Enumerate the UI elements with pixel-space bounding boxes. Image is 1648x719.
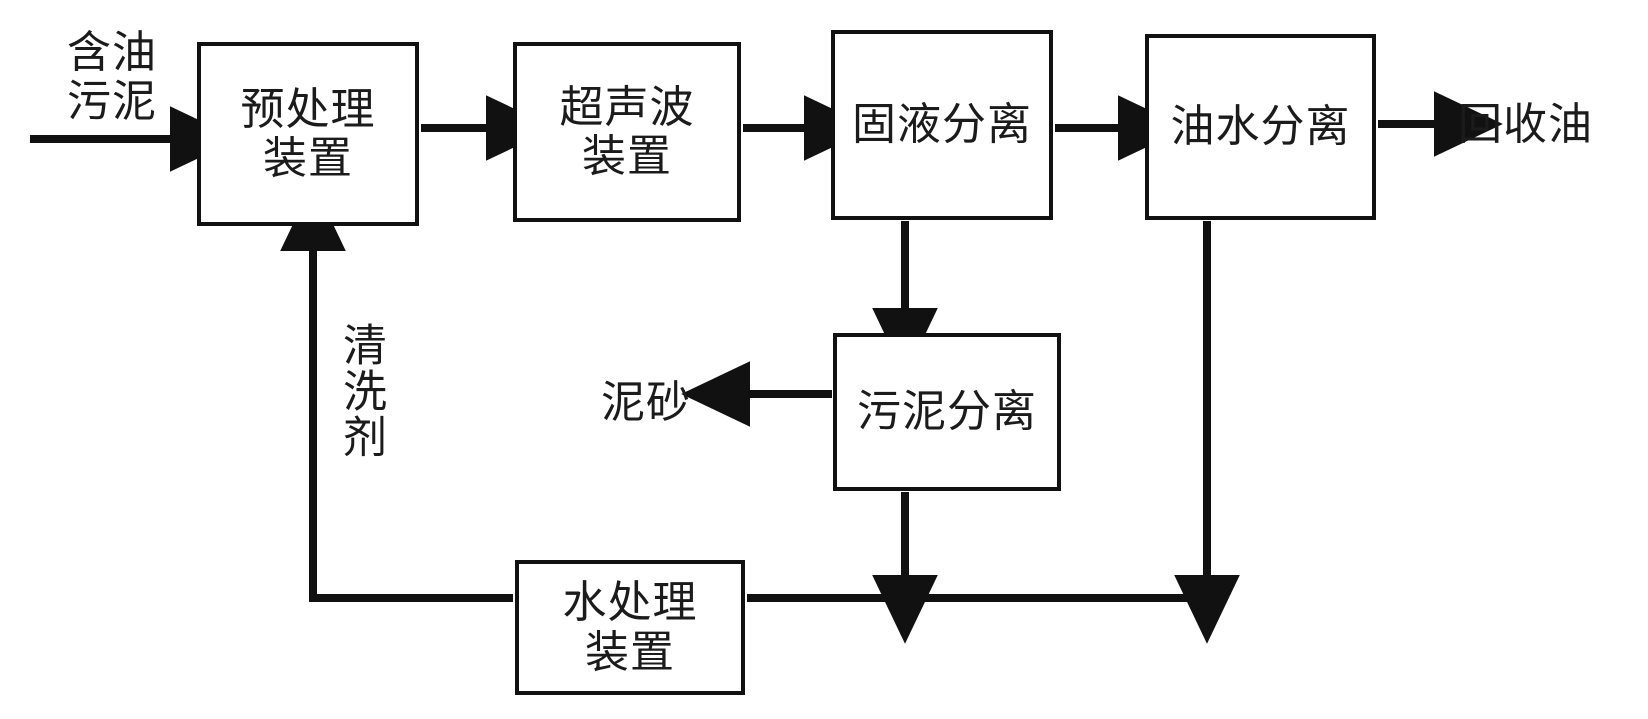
label-mud-sand-output: 泥砂 — [601, 377, 691, 428]
node-water-treatment-device[interactable]: 水处理 装置 — [515, 560, 745, 695]
node-solid-liquid-separation[interactable]: 固液分离 — [831, 30, 1053, 220]
node-sludge-separation[interactable]: 污泥分离 — [833, 333, 1061, 491]
node-pretreatment-device[interactable]: 预处理 装置 — [197, 42, 419, 226]
label-oily-sludge-input: 含油 污泥 — [67, 27, 157, 128]
node-oil-water-separation[interactable]: 油水分离 — [1145, 34, 1376, 220]
label-recovered-oil-output: 回收油 — [1458, 99, 1593, 150]
node-ultrasonic-device[interactable]: 超声波 装置 — [513, 42, 741, 222]
label-detergent-stream: 清洗剂 — [335, 322, 386, 460]
